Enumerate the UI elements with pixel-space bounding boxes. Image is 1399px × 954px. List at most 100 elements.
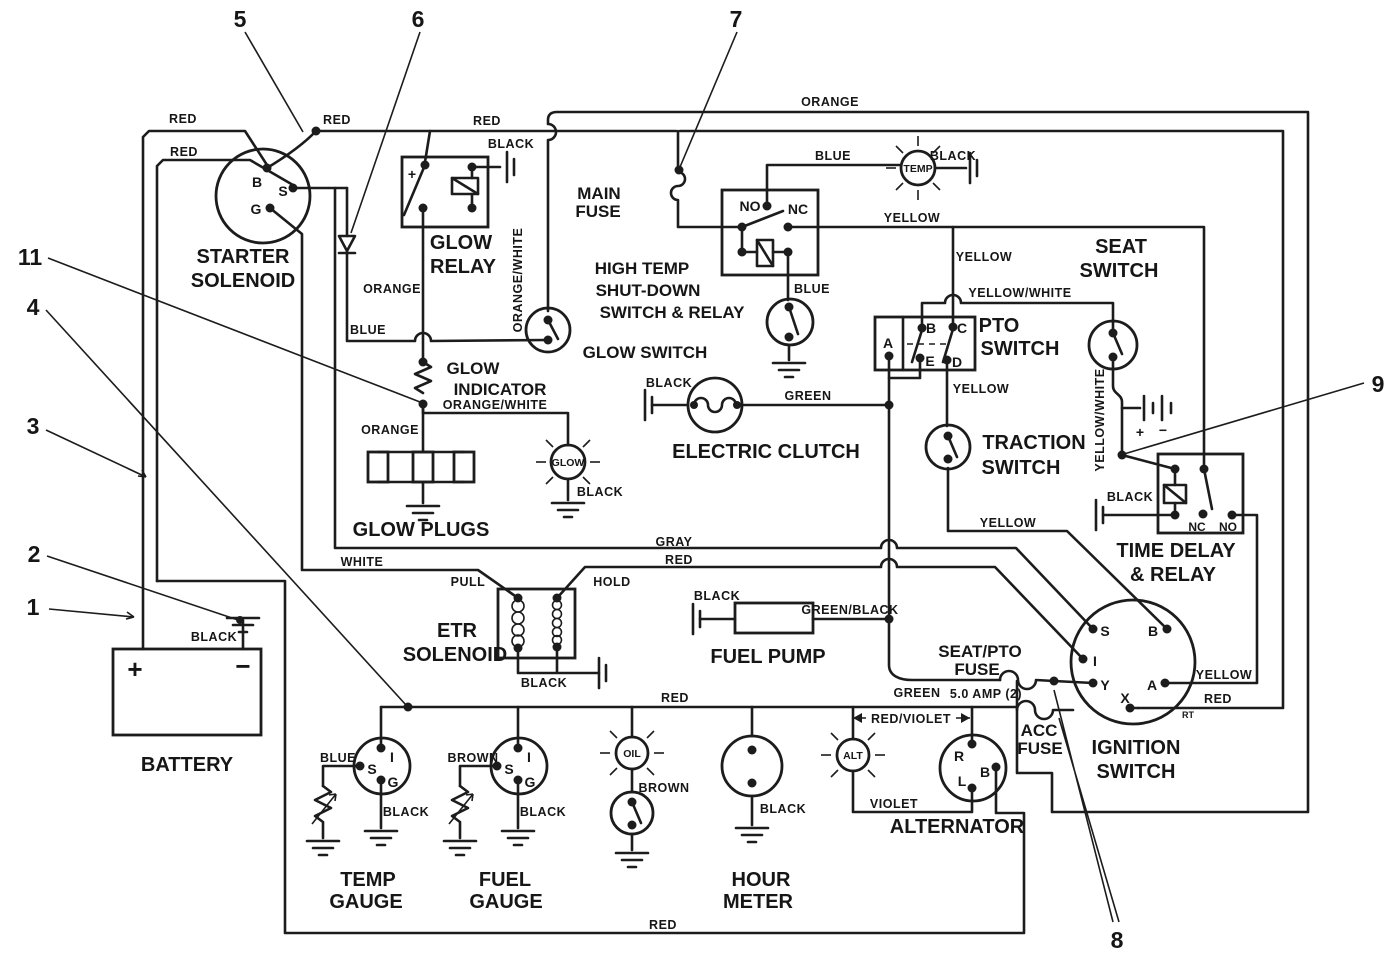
alt-lamp: ALT (820, 722, 886, 788)
orangewhite-label-h: ORANGE/WHITE (443, 398, 548, 412)
red-label-4: RED (473, 114, 501, 128)
pto-b: B (926, 320, 936, 336)
etr-ground-icon (597, 656, 608, 690)
glow-indicator-resistor (413, 360, 433, 395)
yellow-label-traction: YELLOW (980, 516, 1036, 530)
temp-gauge-label-1: TEMP (340, 869, 396, 891)
seat-pto-fuse: SEAT/PTO FUSE GREEN 5.0 AMP (2) (894, 642, 1059, 701)
glow-switch: GLOW SWITCH (524, 306, 707, 362)
pto-d: D (952, 354, 962, 370)
ign-x: X (1120, 690, 1130, 706)
wire-frame-gauge-box (155, 579, 1026, 935)
high-temp-label-1: HIGH TEMP (595, 259, 689, 278)
hour-meter-ground-icon (734, 826, 770, 844)
etr-pull-label: PULL (451, 575, 486, 589)
ign-i: I (1093, 653, 1097, 669)
red-label-3: RED (323, 113, 351, 127)
etr-hold-label: HOLD (593, 575, 630, 589)
traction-switch: TRACTION SWITCH (924, 423, 1086, 479)
seat-pto-fuse-label-2: FUSE (954, 660, 999, 679)
callout-2: 2 (28, 541, 41, 567)
oil-lamp-label: OIL (623, 748, 641, 760)
pto-switch: A B C E D PTO SWITCH (873, 315, 1059, 372)
td-black-label: BLACK (1107, 490, 1153, 504)
hour-meter-label-1: HOUR (732, 869, 791, 891)
fg-sender-ground-icon (442, 839, 478, 857)
time-delay-label-2: & RELAY (1130, 564, 1217, 586)
glow-lamp: GLOW BLACK (535, 429, 623, 519)
blue-label-1: BLUE (350, 323, 386, 337)
seat-switch: SEAT SWITCH + − (1080, 236, 1168, 440)
ignition-switch: S B I Y A X RT IGNITION SWITCH (1069, 598, 1197, 783)
glow-lamp-ground-icon (550, 501, 586, 519)
ign-y: Y (1100, 677, 1110, 693)
tg-s: S (367, 761, 376, 777)
red-label-mid: RED (665, 553, 693, 567)
battery-plus: + (127, 654, 142, 684)
greenblack-label: GREEN/BLACK (801, 603, 898, 617)
ign-rt-label: RT (1182, 710, 1194, 720)
high-temp-label-3: SWITCH & RELAY (600, 303, 745, 322)
yellow-label-bus: YELLOW (884, 211, 940, 225)
glow-relay-label-2: RELAY (430, 256, 497, 278)
main-fuse: MAIN FUSE (575, 165, 684, 221)
fg-s: S (504, 761, 513, 777)
ht-no: NO (740, 198, 761, 214)
acc-fuse-label-1: ACC (1021, 721, 1058, 740)
red-label-bus: RED (661, 691, 689, 705)
ht-switch-ground-icon (771, 361, 807, 379)
traction-label-2: SWITCH (982, 457, 1061, 479)
wire-blue-temp-lamp (765, 163, 903, 208)
blue-label-2: BLUE (794, 282, 830, 296)
time-delay-ground-icon (1094, 498, 1105, 532)
etr-label-2: SOLENOID (403, 644, 507, 666)
yellow-label-d: YELLOW (953, 382, 1009, 396)
fg-ground-icon (500, 829, 536, 847)
etr-solenoid: PULL HOLD BLACK ETR SOLENOID (403, 575, 630, 690)
callout-5: 5 (234, 6, 247, 32)
glow-plugs-ground-icon (405, 504, 441, 522)
oil-lamp: OIL BROWN (599, 720, 689, 869)
red-label-1: RED (169, 112, 197, 126)
fuel-pump-black-label: BLACK (694, 589, 740, 603)
callout-8: 8 (1111, 927, 1124, 953)
tg-sender-ground-icon (305, 839, 341, 857)
ht-nc: NC (788, 201, 808, 217)
starter-solenoid: B S G STARTER SOLENOID (191, 126, 321, 292)
orangewhite-label-v: ORANGE/WHITE (511, 228, 525, 333)
glow-relay-ground-icon (505, 150, 516, 184)
wire-yellow-a (1163, 513, 1259, 685)
ign-s: S (1100, 623, 1109, 639)
glow-relay-black-label: BLACK (488, 137, 534, 151)
high-temp-relay: NO NC HIGH TEMP SHUT-DOWN SWITCH & RELAY (595, 188, 820, 379)
wire-yellowwhite-down (1111, 355, 1177, 471)
red-label-frame: RED (649, 918, 677, 932)
time-delay-label-1: TIME DELAY (1116, 540, 1236, 562)
wire-red-top-bus (314, 129, 1285, 710)
tg-black-label: BLACK (383, 805, 429, 819)
seat-switch-label-2: SWITCH (1080, 260, 1159, 282)
alt-r: R (954, 748, 964, 764)
wire-white-bus (268, 206, 520, 600)
temp-lamp-black-label: BLACK (930, 149, 976, 163)
callout-7: 7 (730, 6, 743, 32)
callouts: 5 6 7 11 4 3 2 1 9 8 (18, 6, 1385, 953)
pto-label-1: PTO (979, 315, 1020, 337)
glow-plugs-label: GLOW PLUGS (353, 519, 490, 541)
ign-a: A (1147, 677, 1157, 693)
wire-color-labels: RED RED RED RED ORANGE ORANGE ORANGE ORA… (169, 95, 1252, 932)
yellow-label-c: YELLOW (956, 250, 1012, 264)
orange-label-top: ORANGE (801, 95, 859, 109)
battery: + − BATTERY BLACK (111, 616, 263, 776)
wire-yellow-traction-b (946, 466, 1169, 631)
wire-yellowwhite-seat (920, 293, 1115, 335)
callout-1: 1 (27, 594, 40, 620)
battery-ground-label: BLACK (191, 630, 237, 644)
td-no: NO (1219, 520, 1237, 534)
pto-a: A (883, 335, 893, 351)
gray-label: GRAY (656, 535, 693, 549)
glow-indicator-label-2: INDICATOR (454, 380, 547, 399)
electric-clutch-label: ELECTRIC CLUTCH (672, 441, 860, 463)
fuel-gauge-label-1: FUEL (479, 869, 531, 891)
